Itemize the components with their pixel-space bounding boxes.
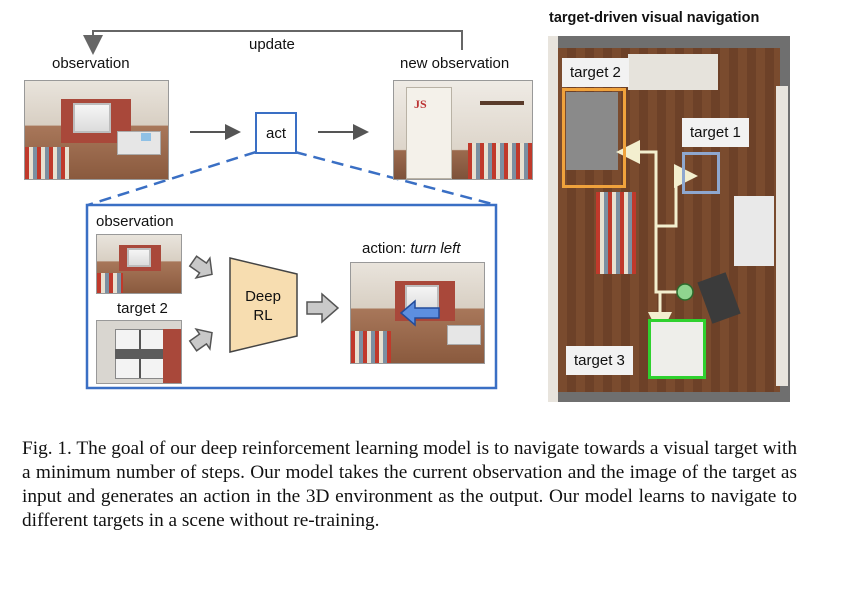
navigation-path bbox=[616, 140, 698, 336]
topview-title: target-driven visual navigation bbox=[549, 10, 760, 26]
new-observation-label: new observation bbox=[400, 55, 510, 72]
act-box: act bbox=[255, 112, 297, 154]
topview-map: target 2 target 1 target 3 bbox=[548, 36, 790, 402]
figure-caption: Fig. 1. The goal of our deep reinforceme… bbox=[22, 438, 797, 531]
target-2-tag: target 2 bbox=[562, 58, 629, 87]
target-1-box bbox=[682, 152, 720, 194]
deep-rl-label: Deep RL bbox=[245, 288, 281, 324]
door-decal: JS bbox=[414, 97, 427, 111]
inner-observation-image bbox=[96, 234, 182, 294]
target-2-box bbox=[562, 88, 626, 188]
inner-target-image bbox=[96, 320, 182, 384]
update-label: update bbox=[249, 36, 295, 53]
turn-left-arrow-icon bbox=[399, 299, 440, 327]
action-image bbox=[350, 262, 485, 364]
new-observation-image: JS bbox=[393, 80, 533, 180]
inner-observation-label: observation bbox=[96, 213, 174, 230]
target-3-tag: target 3 bbox=[566, 346, 633, 375]
inner-target-label: target 2 bbox=[117, 300, 168, 317]
target-3-box bbox=[648, 319, 706, 379]
agent-marker bbox=[676, 283, 694, 301]
act-label: act bbox=[265, 124, 286, 142]
target-1-tag: target 1 bbox=[682, 118, 749, 147]
action-label: action: turn left bbox=[362, 240, 460, 257]
observation-image bbox=[24, 80, 169, 180]
action-value: turn left bbox=[410, 240, 461, 257]
action-prefix: action: bbox=[362, 240, 411, 257]
observation-label: observation bbox=[52, 55, 130, 72]
